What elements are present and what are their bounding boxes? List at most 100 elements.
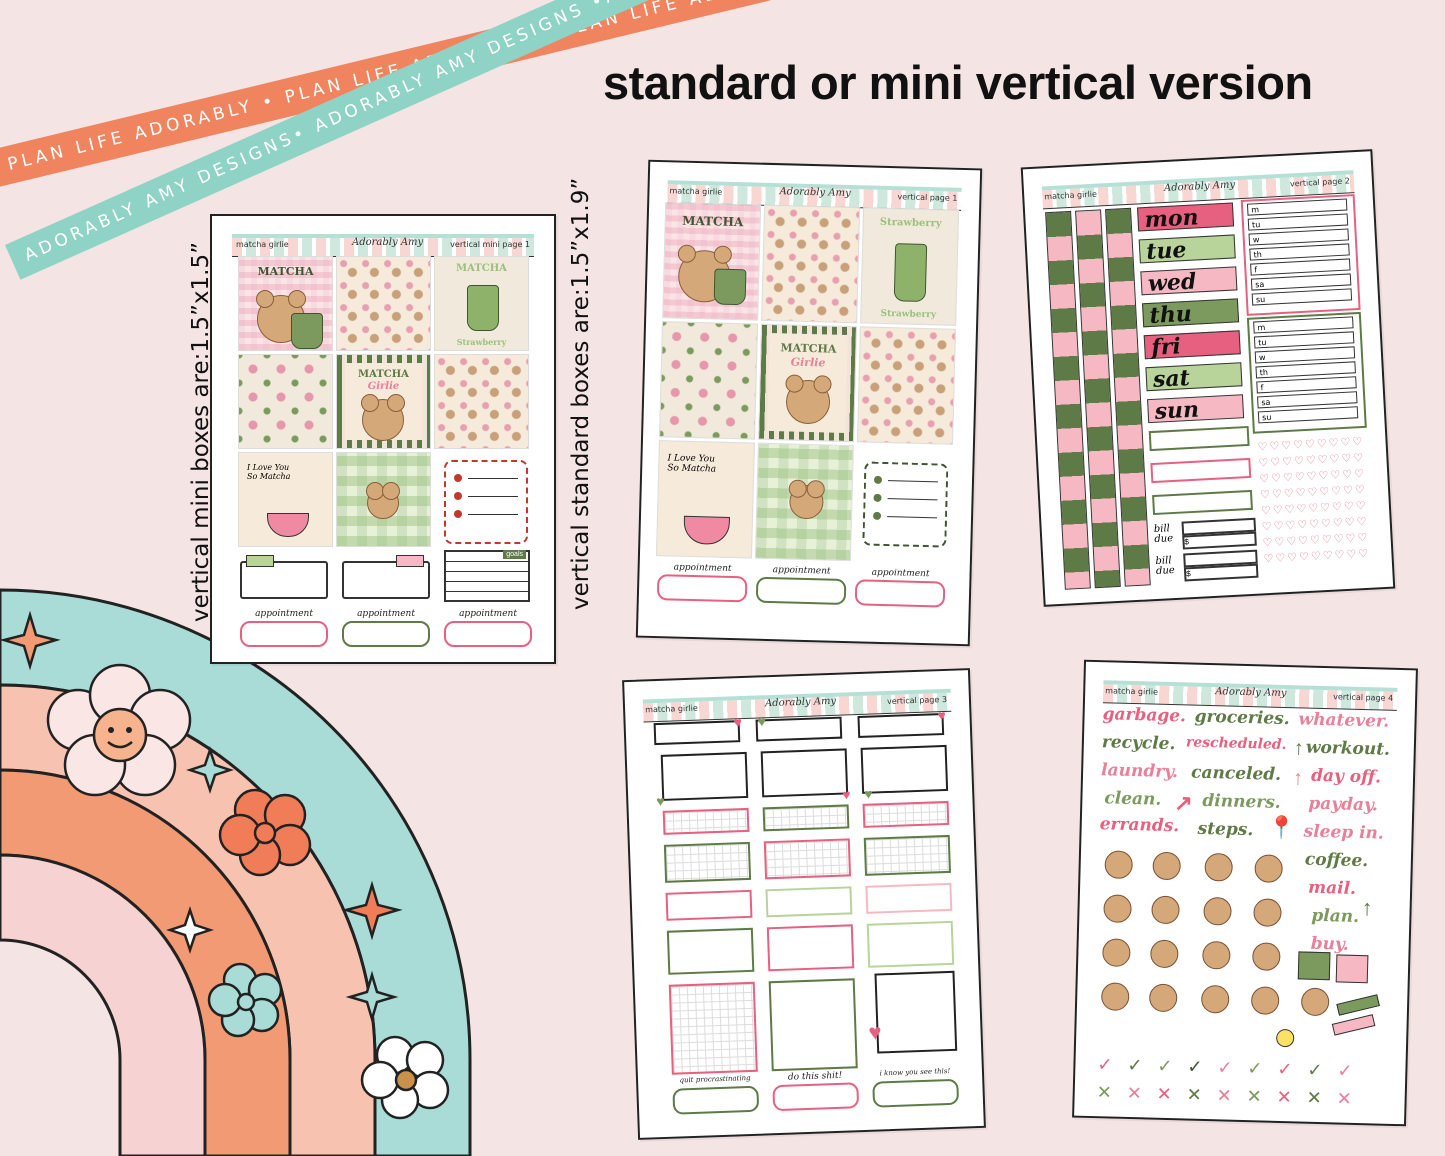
note-box	[342, 555, 430, 599]
tile-text: Strawberry	[880, 308, 937, 321]
pattern-tile	[238, 354, 333, 449]
x-mark-icon: ✕	[1186, 1084, 1203, 1106]
day-label-sun: sun	[1147, 394, 1245, 425]
day-label-wed: wed	[1140, 266, 1238, 297]
matcha-bear-tile: MATCHA	[662, 202, 762, 321]
coffee-cup-icon	[683, 515, 730, 545]
x-mark-icon: ✕	[1336, 1088, 1353, 1110]
pattern-tile	[336, 256, 431, 351]
sparkle-icon	[186, 746, 234, 794]
kit-name: matcha girlie	[1105, 686, 1159, 697]
motivation-sticker: do this shit!	[772, 1070, 860, 1112]
grid-box	[662, 807, 750, 835]
appointment-sticker: appointment	[342, 609, 430, 647]
weekly-list: m tu w th f sa su	[1240, 194, 1361, 316]
tile-text: I Love You So Matcha	[247, 463, 291, 481]
framed-box	[665, 889, 753, 921]
grid-box	[863, 834, 952, 876]
sparkle-icon	[341, 880, 403, 941]
bear-sticker	[1100, 982, 1130, 1012]
motivation-sticker: i know you see this!	[872, 1067, 960, 1108]
habit-tracker	[1150, 457, 1252, 484]
bill-due-label: bill due	[1153, 523, 1174, 546]
arrow-icon: ↑	[1292, 767, 1304, 790]
pattern-tile	[856, 326, 956, 445]
motivation-label: quit procrastinating	[679, 1073, 751, 1085]
kit-name: matcha girlie	[669, 186, 723, 197]
matcha-cup-icon	[291, 313, 323, 349]
framed-box	[766, 924, 855, 972]
appointment-sticker: appointment	[755, 565, 847, 606]
script-word-sticker: canceled.	[1190, 762, 1282, 785]
bear-sticker	[1200, 984, 1230, 1014]
tile-text: Strawberry	[456, 337, 507, 347]
appointment-sticker: appointment	[240, 609, 328, 647]
day-label-thu: thu	[1142, 298, 1240, 329]
heart-icon: ♥	[841, 786, 851, 803]
appointment-label: appointment	[871, 567, 930, 580]
grid-box	[763, 838, 852, 880]
tile-text: I Love You So Matcha	[667, 453, 717, 475]
framed-box	[768, 978, 858, 1072]
checklist-sticker	[444, 460, 528, 544]
bullet-icon	[454, 492, 462, 500]
script-word-sticker: recycle.	[1101, 732, 1176, 755]
matcha-girlie-tile: MATCHA Girlie	[758, 323, 858, 443]
note-box	[860, 744, 949, 794]
heart-icon: ♥	[757, 713, 767, 730]
brand-logo: Adorably Amy	[1215, 686, 1287, 700]
bear-sticker	[1300, 987, 1330, 1017]
script-word-sticker: laundry.	[1100, 760, 1179, 783]
lightbulb-icon	[1275, 1028, 1295, 1048]
checkmark-icon: ✓	[1217, 1057, 1233, 1079]
gingham-bear-tile	[336, 452, 431, 547]
standard-size-label: vertical standard boxes are:1.5”x1.9”	[568, 177, 594, 610]
heart-icon: ♥	[733, 714, 743, 731]
heart-icon: ♥	[863, 785, 873, 802]
script-word-sticker: day off.	[1310, 765, 1382, 788]
kit-name: matcha girlie	[644, 703, 698, 715]
heart-icon: ♥	[937, 706, 947, 724]
note-box	[760, 748, 849, 798]
binder-clip-icon	[1297, 951, 1331, 981]
grid-box	[762, 804, 850, 832]
bear-sticker	[1203, 896, 1232, 926]
day-label-fri: fri	[1143, 330, 1241, 361]
sparkle-icon	[345, 970, 399, 1024]
x-mark-icon: ✕	[1126, 1082, 1143, 1105]
tile-text: MATCHA	[358, 369, 409, 380]
bill-due-label: bill due	[1155, 555, 1176, 577]
gingham-bear-tile	[754, 442, 854, 562]
bear-sticker	[1250, 986, 1280, 1015]
flower-icon	[207, 962, 283, 1038]
script-word-sticker: steps.	[1197, 818, 1254, 841]
tile-text: MATCHA	[682, 213, 744, 230]
strawberry-matcha-tile: MATCHA Strawberry	[434, 256, 529, 351]
script-word-sticker: whatever.	[1298, 709, 1390, 732]
appointment-label: appointment	[459, 609, 517, 619]
day-label-mon: mon	[1136, 202, 1235, 233]
script-word-sticker: coffee.	[1304, 849, 1369, 872]
checkmark-icon: ✓	[1127, 1054, 1143, 1077]
framed-box	[865, 882, 953, 914]
goals-tab: goals	[503, 550, 526, 559]
love-matcha-tile: I Love You So Matcha	[655, 440, 755, 559]
bear-sticker	[1152, 851, 1182, 881]
bear-sticker	[1253, 898, 1282, 927]
goals-list: goals	[444, 550, 530, 602]
habit-tracker	[1148, 425, 1250, 452]
bear-icon	[361, 394, 405, 441]
grid-box	[862, 800, 950, 828]
appointment-label: appointment	[772, 565, 831, 577]
standard-sticker-sheet: matcha girlie Adorably Amy vertical page…	[635, 159, 983, 647]
washi-tape-icon	[1331, 1014, 1376, 1036]
sheet-page-number: vertical page 1	[897, 192, 958, 203]
framed-box	[666, 927, 755, 975]
appointment-label: appointment	[673, 562, 732, 575]
checkmark-icon: ✓	[1277, 1058, 1293, 1081]
heart-icon: ♥	[868, 1019, 883, 1045]
script-word-sticker: sleep in.	[1303, 821, 1385, 844]
appointment-label: appointment	[255, 609, 313, 619]
tile-text: MATCHA	[257, 265, 314, 278]
bullet-icon	[872, 511, 882, 520]
